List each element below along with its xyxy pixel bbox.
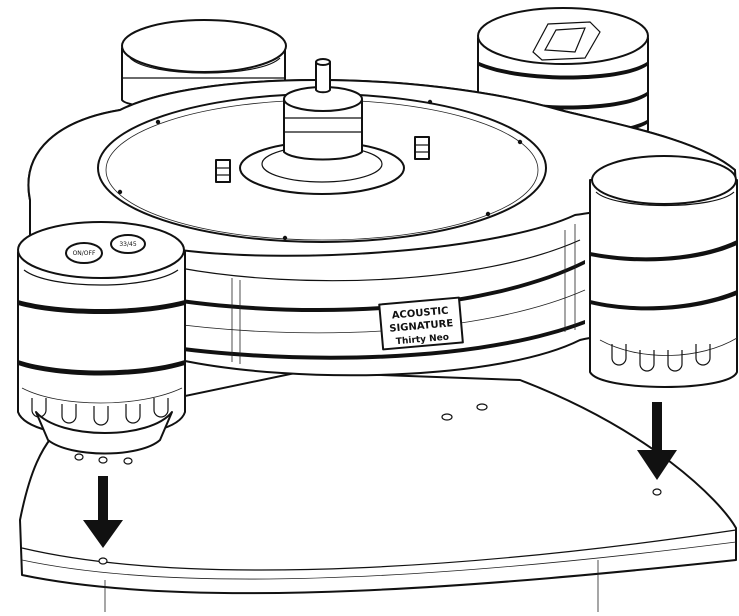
arrow-down-right: [637, 402, 677, 480]
hex-nut-left: [215, 159, 231, 183]
product-label: ACOUSTIC SIGNATURE Thirty Neo: [378, 296, 464, 351]
spindle-assembly: [239, 58, 405, 195]
pod-right: [589, 155, 738, 388]
mounting-hole-left: [98, 557, 108, 565]
button-speed[interactable]: 33/45: [110, 234, 146, 254]
button-speed-label: 33/45: [119, 241, 136, 248]
label-line-1: ACOUSTIC: [391, 306, 449, 322]
mounting-hole-right: [652, 488, 662, 496]
arrow-down-left: [83, 476, 123, 548]
button-on-off[interactable]: ON/OFF: [65, 242, 103, 264]
button-on-off-label: ON/OFF: [73, 250, 96, 257]
label-line-3: Thirty Neo: [396, 333, 450, 348]
hex-nut-right: [414, 136, 430, 160]
